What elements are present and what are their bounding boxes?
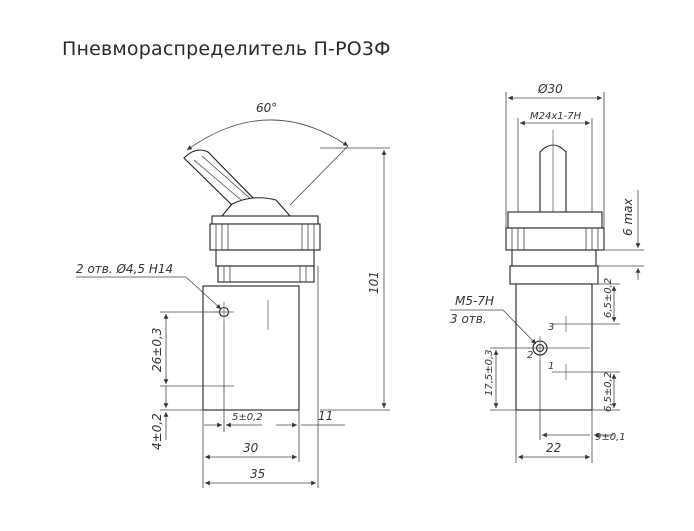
knurled-nut	[209, 223, 321, 251]
upper-nut	[507, 211, 603, 229]
bottom-offset: 4±0,2	[150, 413, 164, 450]
body-width-total: 35	[250, 467, 265, 481]
right-offset: 11	[318, 409, 333, 423]
side-view: 2 1 3 M5-7H 3 отв. Ø30 M24x1-7H 6 max 6,…	[450, 82, 644, 463]
side-neck	[511, 249, 597, 267]
angle-ray	[289, 145, 349, 206]
hole-spacing: 26±0,3	[150, 328, 164, 372]
port-offset-bottom: 6,5±0,2	[603, 372, 614, 412]
stroke: 6 max	[621, 198, 635, 236]
body-width: 30	[243, 441, 259, 455]
knurled-ring	[505, 227, 605, 251]
side-body-width: 22	[546, 441, 561, 455]
port3-label: 3	[548, 322, 554, 333]
port-count: 3 отв.	[450, 312, 487, 326]
port-thread: M5-7H	[455, 294, 494, 308]
side-knurl	[511, 228, 599, 250]
thread: M24x1-7H	[530, 111, 582, 122]
lower-nut	[217, 265, 315, 283]
side-body	[515, 283, 593, 411]
hole-note: 2 отв. Ø4,5 H14	[76, 262, 173, 276]
port-height: 17,5±0,3	[484, 349, 495, 396]
knurl-lines	[215, 224, 315, 250]
upper-cap	[211, 215, 319, 225]
angle-arc	[186, 119, 349, 151]
neck	[215, 249, 315, 267]
port2-label: 2	[527, 350, 533, 361]
diameter: Ø30	[537, 82, 563, 96]
lever	[183, 149, 292, 217]
valve-body	[202, 285, 300, 411]
angle-label: 60°	[256, 101, 277, 115]
front-view: 60° 2 отв. Ø4,5 H14 101	[76, 101, 390, 488]
side-lower-nut	[509, 265, 599, 285]
hole-offset: 5±0,2	[232, 412, 263, 423]
port-offset-top: 6,5±0,2	[603, 278, 614, 318]
page-title: Пневмораспределитель П-РО3Ф	[62, 38, 391, 60]
port1-label: 1	[548, 361, 554, 372]
center-offset: 9±0,1	[595, 432, 626, 443]
lower-knurl-lines	[223, 266, 307, 282]
height-total: 101	[367, 271, 381, 294]
